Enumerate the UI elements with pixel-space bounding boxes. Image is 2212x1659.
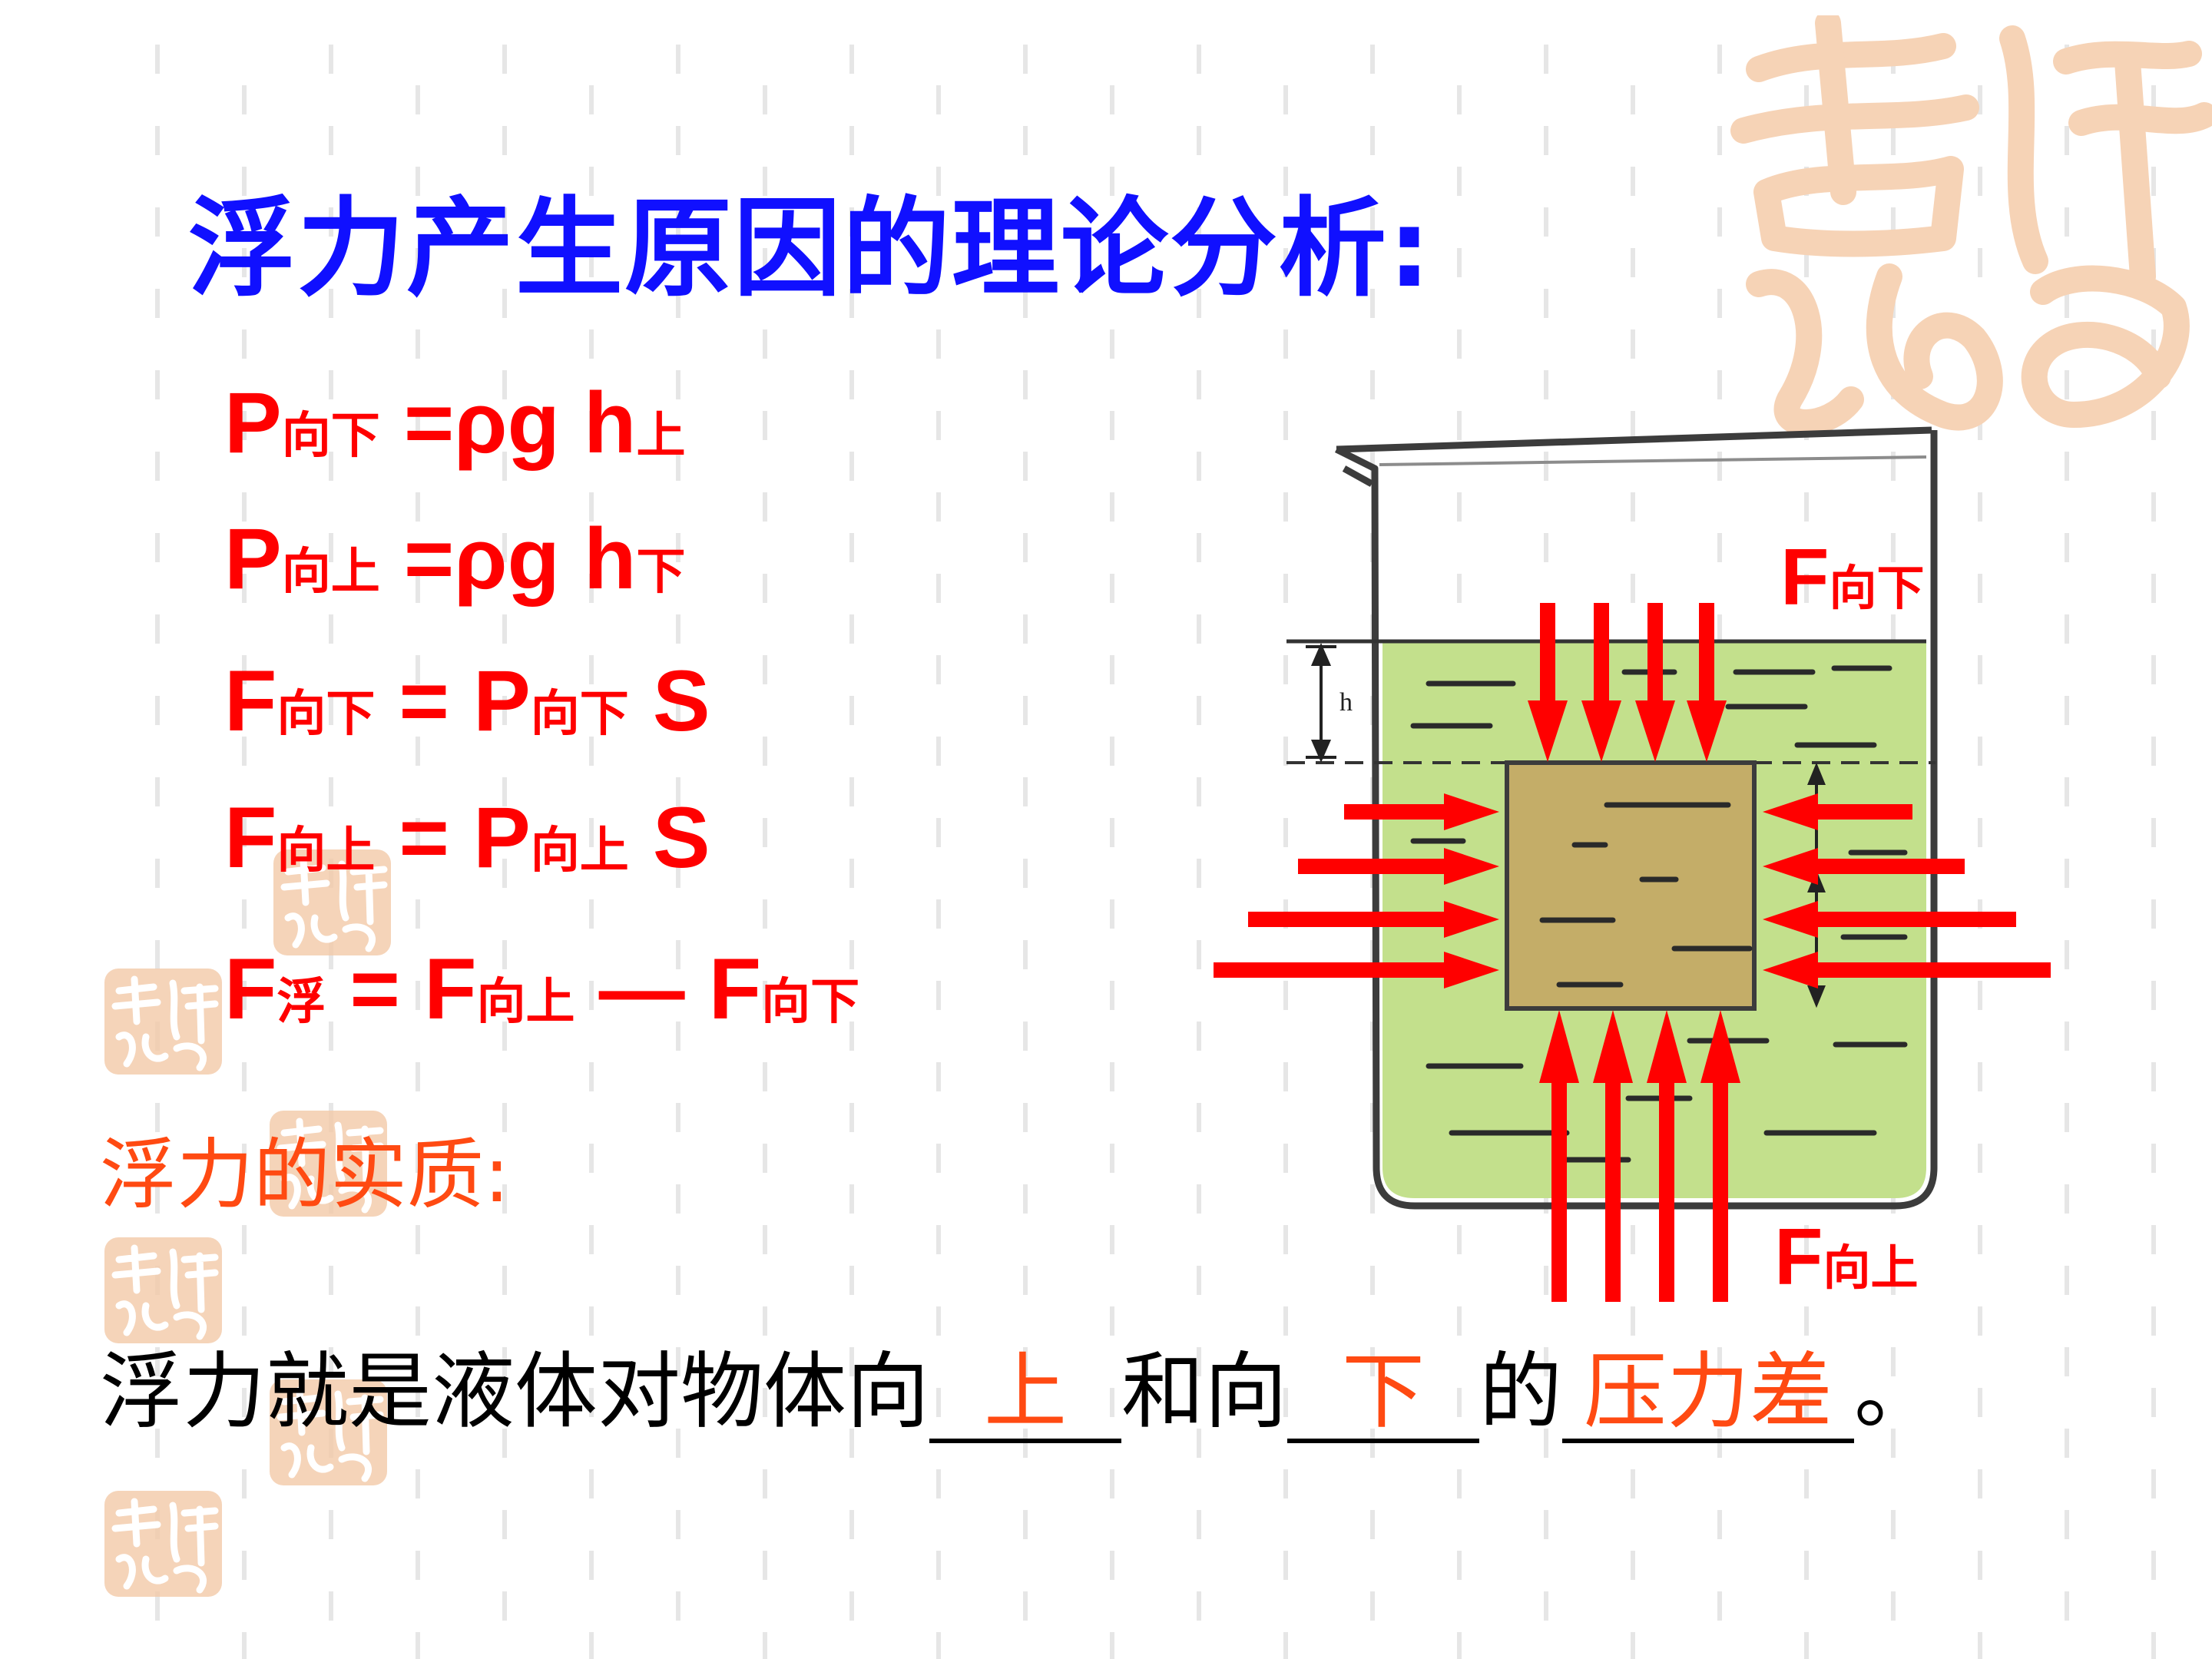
force-symbol: F	[1780, 533, 1830, 622]
formula-expression: =ρg h	[379, 375, 637, 471]
answer-blank-pressure-difference: 压力差	[1562, 1346, 1855, 1443]
arrow-right-head	[1444, 901, 1499, 938]
block-texture	[1539, 802, 1753, 988]
formula-subscript: 向上	[476, 974, 575, 1029]
sentence-text: 的	[1479, 1344, 1563, 1440]
force-up-label: F向上	[1774, 1217, 1919, 1297]
small-seal-icon	[273, 849, 391, 955]
depth-label: h	[1339, 688, 1353, 717]
formula-subscript: 向上	[276, 823, 376, 878]
formula-subscript: 向上	[281, 544, 380, 599]
sentence-text: 。	[1854, 1344, 1938, 1440]
formula-subscript: 向下	[530, 686, 629, 741]
beaker-inner-rim	[1379, 455, 1927, 466]
arrow-up-head	[1700, 1010, 1740, 1083]
answer-blank-down: 下	[1287, 1346, 1480, 1443]
depth-marker	[1306, 642, 1336, 763]
formula-expression: = F	[326, 941, 477, 1037]
arrow-down-head	[1635, 700, 1675, 762]
force-arrows	[1214, 603, 2051, 1302]
formula-subscript: 下	[636, 544, 686, 599]
formula-tail: — F	[575, 941, 762, 1037]
arrow-right-head	[1444, 848, 1499, 885]
slide-title: 浮力产生原因的理论分析:	[188, 187, 1432, 312]
formula-subscript: 向下	[281, 408, 380, 463]
submerged-block	[1505, 760, 1757, 1011]
formula-symbol: P	[224, 375, 282, 471]
small-seal-icon	[270, 1111, 387, 1217]
formula-pressure-up: P向上 =ρg h下	[224, 516, 685, 602]
formula-buoyancy: F浮 = F向上 — F向下	[224, 946, 859, 1032]
formula-expression: =ρg h	[379, 511, 637, 607]
arrow-down-head	[1528, 700, 1568, 762]
formula-subscript: 向上	[530, 823, 629, 878]
formula-symbol: F	[224, 653, 277, 749]
arrow-right-head	[1444, 952, 1499, 988]
beaker-outline	[1334, 426, 1938, 1210]
small-seal-icon	[104, 1237, 222, 1343]
force-symbol: F	[1774, 1213, 1823, 1302]
small-seal-icon	[270, 1379, 387, 1485]
arrow-up-head	[1539, 1010, 1579, 1083]
sentence-text: 浮力就是液体对物体向	[100, 1344, 930, 1440]
essence-heading: 浮力的实质:	[100, 1130, 510, 1220]
sentence-text: 和向	[1121, 1344, 1288, 1440]
formula-subscript: 浮	[276, 974, 326, 1029]
beaker-diagram: h	[1214, 426, 2051, 1302]
formula-force-up: F向上 = P向上 S	[224, 795, 710, 881]
arrow-left-head	[1763, 952, 1818, 988]
formula-tail: S	[628, 653, 710, 749]
arrow-left-head	[1763, 848, 1818, 885]
arrow-up-head	[1647, 1010, 1687, 1083]
answer-blank-up: 上	[929, 1346, 1122, 1443]
force-down-label: F向下	[1780, 538, 1925, 618]
arrow-up-head	[1593, 1010, 1633, 1083]
formula-subscript: 向下	[761, 974, 860, 1029]
essence-sentence: 浮力就是液体对物体向上和向下的压力差。	[100, 1343, 1937, 1443]
formula-expression: = P	[375, 653, 531, 749]
force-subscript: 向上	[1823, 1242, 1919, 1295]
formula-tail: S	[628, 790, 710, 886]
seal-watermark-icon	[1730, 15, 2212, 435]
formula-subscript: 上	[636, 408, 686, 463]
arrow-right-head	[1444, 793, 1499, 830]
formula-subscript: 向下	[276, 686, 376, 741]
arrow-down-head	[1581, 700, 1621, 762]
arrow-left-head	[1763, 793, 1818, 830]
formula-pressure-down: P向下 =ρg h上	[224, 380, 685, 466]
small-seal-icon	[104, 1491, 222, 1597]
formula-force-down: F向下 = P向下 S	[224, 658, 710, 744]
formula-symbol: F	[224, 790, 277, 886]
formula-symbol: F	[224, 941, 277, 1037]
force-subscript: 向下	[1829, 562, 1925, 615]
formula-expression: = P	[375, 790, 531, 886]
formula-symbol: P	[224, 511, 282, 607]
small-seal-icon	[104, 969, 222, 1075]
arrow-left-head	[1763, 901, 1818, 938]
arrow-down-head	[1687, 700, 1727, 762]
